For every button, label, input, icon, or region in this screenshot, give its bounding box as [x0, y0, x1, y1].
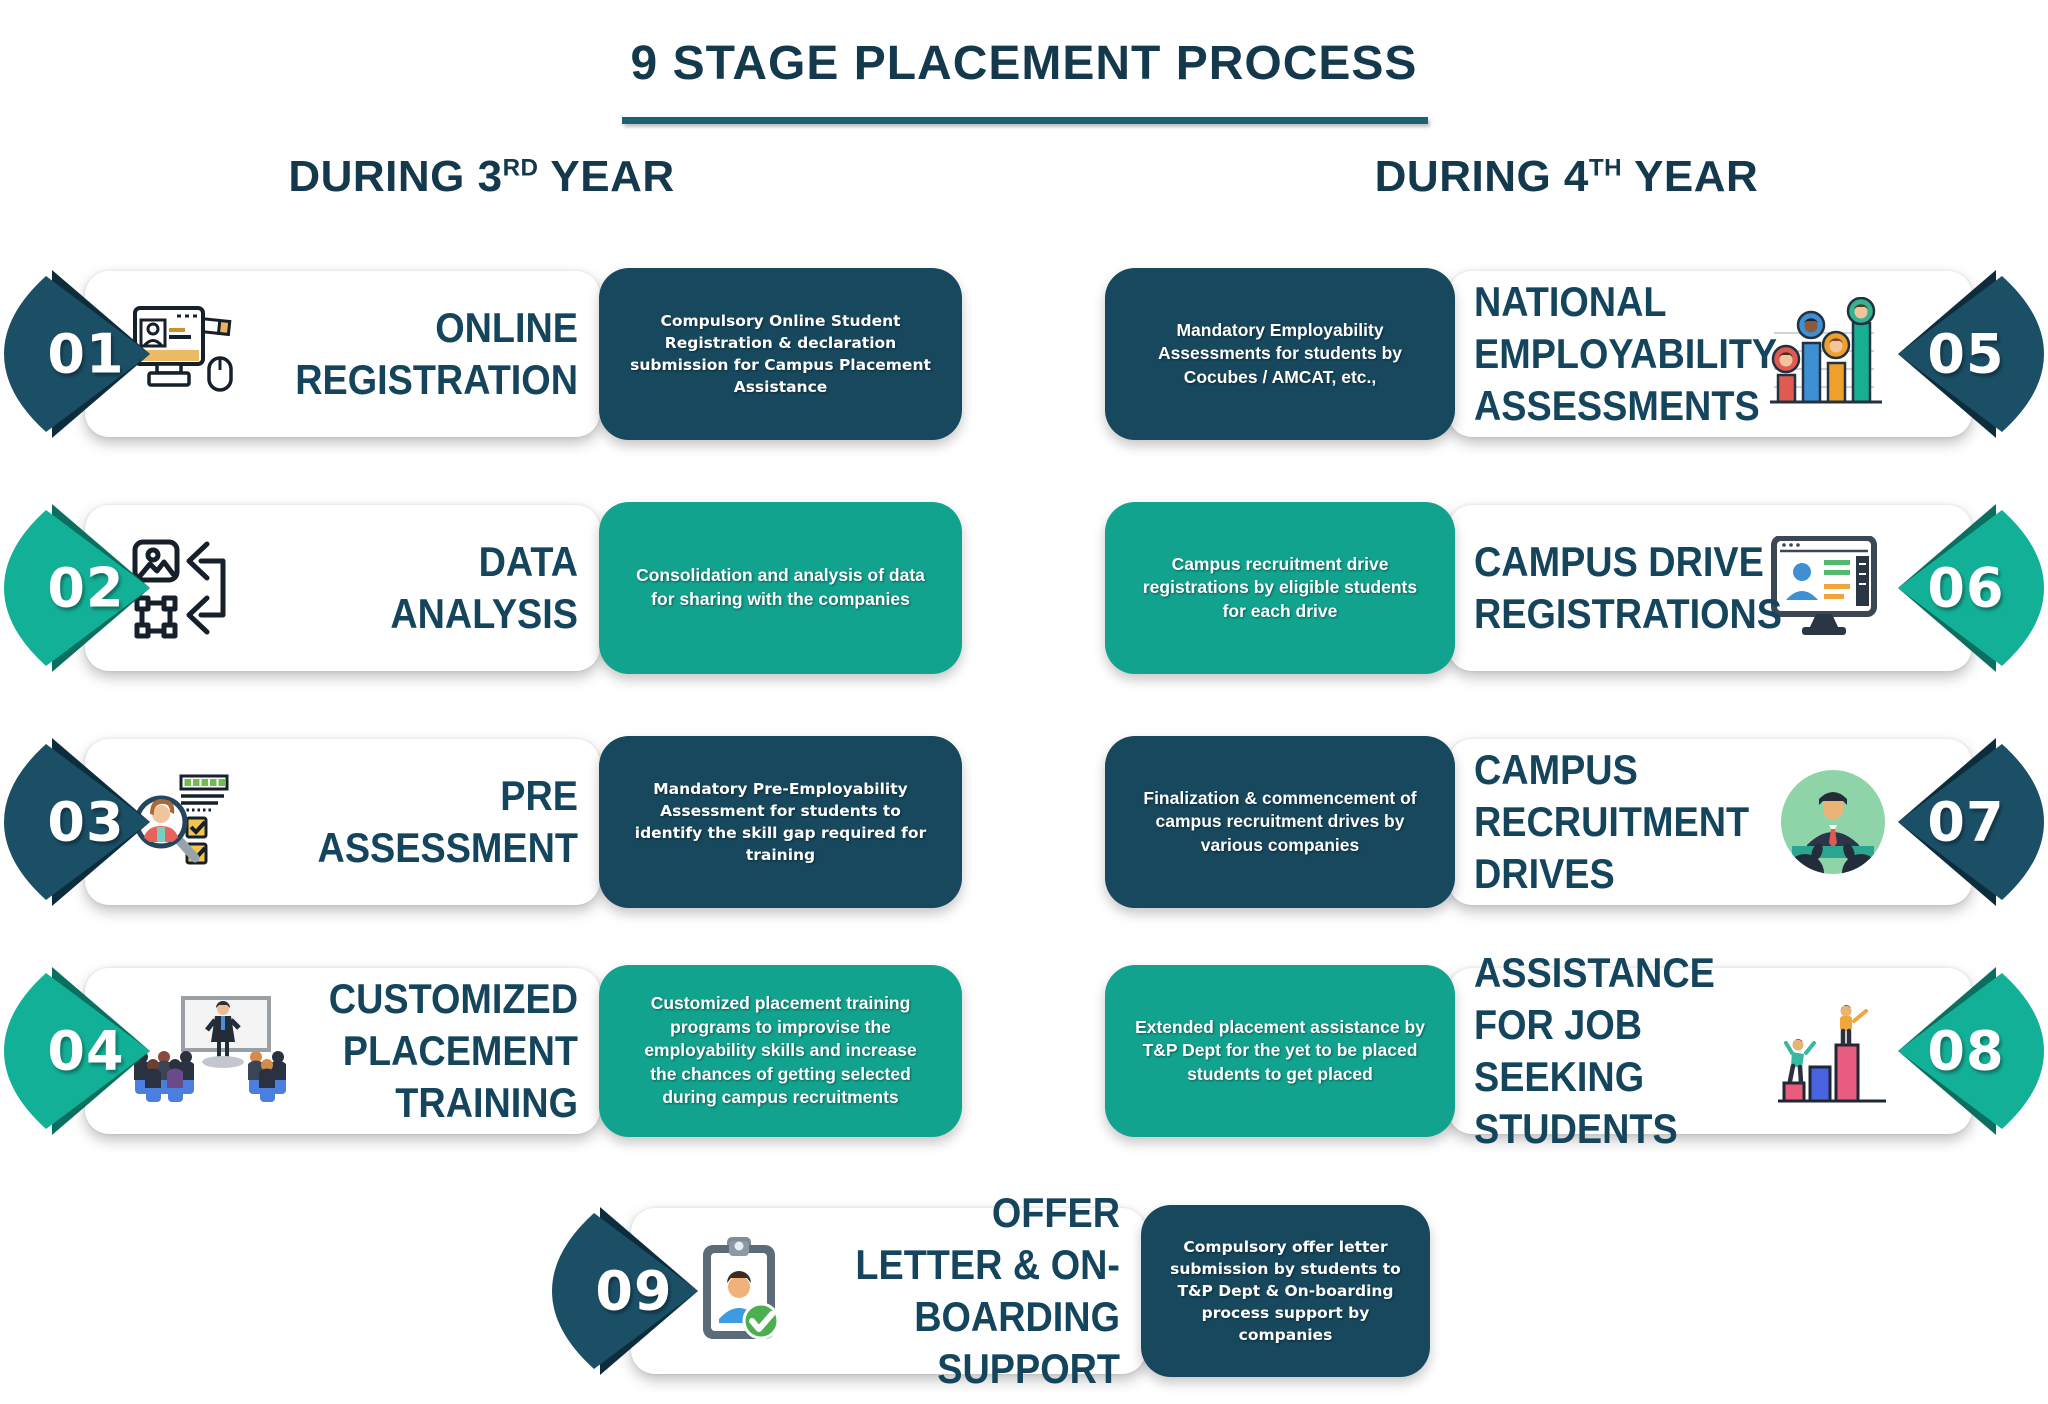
stage-description: Extended placement assistance by T&P Dep…: [1105, 965, 1455, 1137]
title-underline: [622, 117, 1428, 124]
stage-description: Consolidation and analysis of data for s…: [599, 502, 962, 674]
placement-training-icon: [131, 996, 306, 1106]
stage-row: 04: [0, 965, 963, 1137]
stage-number: 05: [1927, 322, 2005, 386]
stage-card: ONLINE REGISTRATION: [85, 271, 600, 437]
stage-card: ASSISTANCE FOR JOB SEEKING STUDENTS: [1448, 949, 1972, 1152]
stage-number: 08: [1927, 1019, 2005, 1083]
stage-description: Mandatory Employability Assessments for …: [1105, 268, 1455, 440]
stage-card: CAMPUS RECRUITMENT DRIVES: [1448, 739, 1972, 905]
stage-arrow: [4, 738, 150, 906]
stage-arrow: [4, 967, 150, 1135]
offer-letter-icon: [689, 1235, 793, 1347]
stage-card: NATIONAL EMPLOYABILITY ASSESSMENTS: [1448, 271, 1972, 437]
stage-title: CAMPUS DRIVE REGISTRATIONS: [1474, 537, 1783, 637]
column-header-3rd-year: DURING 3RD YEAR: [288, 152, 675, 201]
stage-title: CUSTOMIZED PLACEMENT TRAINING: [328, 974, 578, 1127]
stage-arrow: [1898, 270, 2044, 438]
stage-description: Mandatory Pre-Employability Assessment f…: [599, 736, 962, 908]
campus-drive-registrations-icon: [1768, 535, 1888, 640]
stage-arrow: [4, 504, 150, 672]
stage-card: DATA ANALYSIS: [85, 505, 600, 671]
stage-row: 05: [1085, 268, 2048, 440]
stage-description: Compulsory offer letter submission by st…: [1141, 1205, 1430, 1377]
stage-title: NATIONAL EMPLOYABILITY ASSESSMENTS: [1474, 277, 1777, 430]
stage-number: 02: [47, 556, 125, 620]
stage-title: PRE ASSESSMENT: [317, 771, 578, 871]
stage-card: OFFER LETTER & ON-BOARDING SUPPORT: [631, 1189, 1146, 1392]
stage-card: PRE ASSESSMENT: [85, 739, 600, 905]
stage-description: Finalization & commencement of campus re…: [1105, 736, 1455, 908]
stage-arrow: [1898, 967, 2044, 1135]
stage-card: CUSTOMIZED PLACEMENT TRAINING: [85, 968, 600, 1134]
stage-number: 04: [47, 1019, 125, 1083]
stage-row: 09 OFFER LETTER & ON-BOARDING SUPPORT: [548, 1189, 1430, 1392]
pre-assessment-icon: [131, 770, 239, 874]
stage-row: 01: [0, 268, 963, 440]
stage-title: DATA ANALYSIS: [390, 537, 578, 637]
stage-arrow: [552, 1207, 698, 1375]
job-seeking-assistance-icon: [1776, 995, 1888, 1107]
stage-number: 09: [595, 1259, 673, 1323]
stage-number: 07: [1927, 790, 2005, 854]
data-analysis-icon: [131, 536, 241, 640]
employability-assessments-icon: [1770, 296, 1888, 411]
column-header-4th-year: DURING 4TH YEAR: [1374, 152, 1759, 201]
stage-number: 01: [47, 322, 125, 386]
stage-title: ASSISTANCE FOR JOB SEEKING STUDENTS: [1474, 948, 1715, 1153]
stage-card: CAMPUS DRIVE REGISTRATIONS: [1448, 505, 1972, 671]
online-registration-icon: [131, 302, 243, 406]
page-title: 9 STAGE PLACEMENT PROCESS: [630, 37, 1418, 90]
stage-row: 02 DATA ANALYSIS Consolidation and analy…: [0, 502, 963, 674]
stage-title: CAMPUS RECRUITMENT DRIVES: [1474, 745, 1750, 898]
stage-arrow: [1898, 738, 2044, 906]
stage-number: 06: [1927, 556, 2005, 620]
stage-row: 03: [0, 736, 963, 908]
stage-row: 07: [1085, 736, 2048, 908]
stage-number: 03: [47, 790, 125, 854]
stage-description: Compulsory Online Student Registration &…: [599, 268, 962, 440]
stage-description: Customized placement training programs t…: [599, 965, 962, 1137]
stage-arrow: [4, 270, 150, 438]
stage-title: ONLINE REGISTRATION: [295, 303, 578, 403]
stage-row: 06: [1085, 502, 2048, 674]
campus-recruitment-drives-icon: [1778, 767, 1888, 877]
stage-arrow: [1898, 504, 2044, 672]
stage-description: Campus recruitment drive registrations b…: [1105, 502, 1455, 674]
stage-title: OFFER LETTER & ON-BOARDING SUPPORT: [855, 1188, 1120, 1393]
stage-row: 08: [1085, 949, 2048, 1152]
